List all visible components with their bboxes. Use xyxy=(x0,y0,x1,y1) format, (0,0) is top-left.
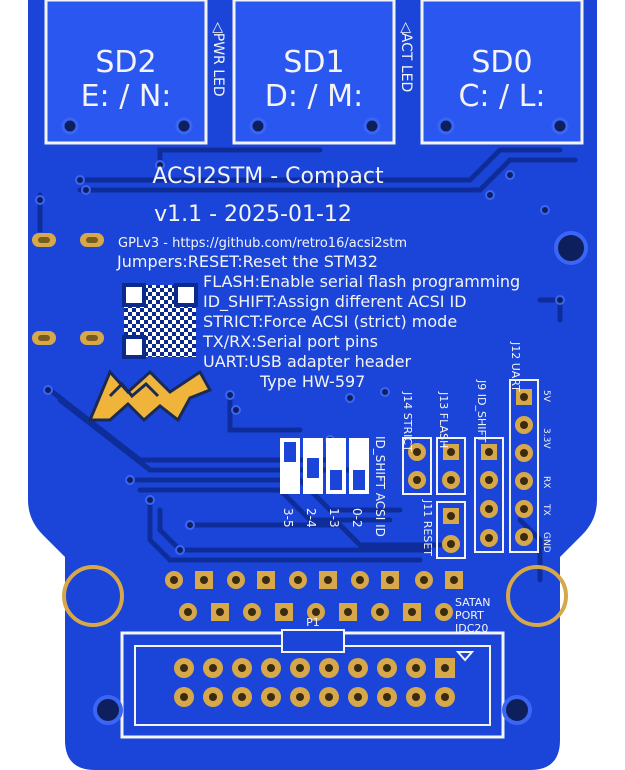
traces xyxy=(37,147,578,583)
sd2-name: SD2 xyxy=(95,45,156,80)
sd2-drives: E: / N: xyxy=(81,79,172,114)
uart-header xyxy=(509,379,539,553)
sd0-name: SD0 xyxy=(471,45,532,80)
note-txrx: TX/RX:Serial port pins xyxy=(202,332,378,351)
idc-connector-p1 xyxy=(120,629,505,739)
note-uart: UART:USB adapter header xyxy=(203,352,411,371)
connector-label: P1 xyxy=(306,616,320,629)
mounting-hole-bottom-right xyxy=(502,695,532,725)
sd0-hole-right xyxy=(551,117,569,135)
act-led-label: ◁ACT LED xyxy=(398,22,414,92)
label-id-shift: J9 ID_SHIFT xyxy=(475,379,488,443)
mounting-hole-bottom-left xyxy=(93,695,123,725)
uart-pin-5v: 5V xyxy=(541,390,551,403)
board-version: v1.1 - 2025-01-12 xyxy=(154,202,352,227)
uart-pin-3v3: 3.3V xyxy=(541,428,551,449)
qr-code xyxy=(122,283,198,359)
dip-title: ID_SHIFT ACSI ID xyxy=(373,436,387,537)
jumper-strict xyxy=(402,437,432,495)
label-reset: J11 RESET xyxy=(421,499,434,556)
note-reset: Jumpers:RESET:Reset the STM32 xyxy=(116,252,378,271)
dip-switch xyxy=(280,438,369,494)
dip-option-3-5: 3-5 xyxy=(281,508,295,528)
mc-logo xyxy=(87,369,213,423)
note-id-shift: ID_SHIFT:Assign different ACSI ID xyxy=(203,292,467,312)
sd1-hole-left xyxy=(249,117,267,135)
sd1-drives: D: / M: xyxy=(265,79,363,114)
sd1-name: SD1 xyxy=(283,45,344,80)
uart-pin-gnd: GND xyxy=(541,532,551,553)
board-title: ACSI2STM - Compact xyxy=(152,164,384,189)
dip-option-1-3: 1-3 xyxy=(327,508,341,528)
mounting-ring-left xyxy=(62,565,124,627)
satan-label-1: SATAN xyxy=(455,596,490,609)
sd0-hole-left xyxy=(437,117,455,135)
jumper-reset xyxy=(436,501,466,559)
uart-pin-rx: RX xyxy=(541,476,551,488)
label-strict: J14 STRICT xyxy=(401,391,414,452)
pwr-led-label: ◁PWR LED xyxy=(210,22,226,97)
sd1-hole-right xyxy=(363,117,381,135)
dip-option-0-2: 0-2 xyxy=(350,508,364,528)
sd0-drives: C: / L: xyxy=(458,79,545,114)
satan-label-2: PORT xyxy=(455,609,484,622)
jumper-id-shift xyxy=(474,437,504,553)
mounting-hole-top-right xyxy=(554,231,588,265)
note-type: Type HW-597 xyxy=(259,372,365,391)
label-uart: J12 UART xyxy=(509,341,522,392)
label-flash: J13 FLASH xyxy=(437,391,450,448)
sd2-hole-right xyxy=(175,117,193,135)
note-flash: FLASH:Enable serial flash programming xyxy=(203,272,520,291)
jumper-flash xyxy=(436,437,466,495)
note-strict: STRICT:Force ACSI (strict) mode xyxy=(203,312,457,331)
sd2-hole-left xyxy=(61,117,79,135)
uart-pin-tx: TX xyxy=(541,503,551,516)
idc-pins xyxy=(174,658,455,707)
satan-port-pins xyxy=(165,571,463,621)
license-url: GPLv3 - https://github.com/retro16/acsi2… xyxy=(118,236,407,251)
mounting-ring-right xyxy=(506,565,568,627)
dip-option-2-4: 2-4 xyxy=(304,508,318,528)
